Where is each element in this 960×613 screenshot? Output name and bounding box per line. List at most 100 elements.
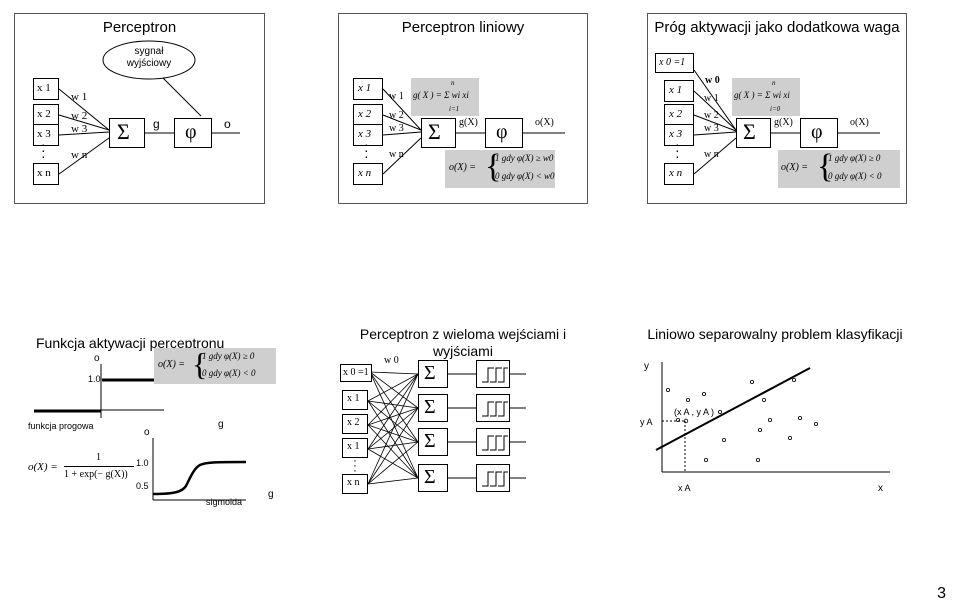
slide-title: Perceptron z wieloma wejściami i wyjścia… (359, 326, 567, 359)
one-label: 1.0 (88, 374, 101, 384)
o-definition-box (154, 348, 276, 384)
input-label: x 3 (37, 128, 51, 140)
o-definition-box (445, 150, 555, 188)
input-xn-box (342, 474, 368, 494)
sum-symbol: Σ (424, 396, 436, 418)
output-label: o (224, 117, 231, 131)
weight-label: w 1 (71, 91, 88, 103)
phi-symbol: φ (811, 121, 823, 143)
gx-label: g(X) (459, 117, 478, 128)
input-label: x n (358, 167, 372, 179)
g-label: g (153, 117, 160, 131)
weight-label: w 3 (389, 123, 404, 134)
ellipsis-dots: ··· (364, 136, 369, 164)
y-axis-label: y (644, 361, 649, 372)
fraction-line (64, 466, 134, 467)
sum-upper-limit: n (772, 79, 776, 87)
input-label: x 1 (37, 82, 51, 94)
weight-label: w 3 (704, 123, 719, 134)
slide-perceptron-linear: Perceptron liniowy x 1 x 2 x 3 ··· x n w… (338, 13, 588, 204)
sum-symbol: Σ (424, 430, 436, 452)
brace-symbol: { (485, 148, 502, 185)
slide-title: Perceptron liniowy (401, 19, 525, 36)
input-label: x 2 (669, 108, 683, 120)
input-label: x 2 (37, 108, 51, 120)
slide-title: Liniowo separowalny problem klasyfikacji (647, 326, 903, 342)
sum-upper-limit: n (451, 79, 455, 87)
input-xn-box (353, 163, 383, 185)
perceptron-diagram (58, 40, 240, 175)
slide-multi-io: Perceptron z wieloma wejściami i wyjścia… (338, 322, 588, 518)
input-label: x 2 (347, 417, 360, 428)
data-points (665, 378, 818, 462)
sum-symbol: Σ (117, 119, 130, 144)
input-xn-box (33, 163, 59, 185)
threshold-diagram (693, 69, 880, 175)
input-label: x n (669, 167, 683, 179)
w0-label: w 0 (705, 75, 720, 86)
half-label: 0.5 (136, 481, 149, 491)
g-formula: g( X ) = Σ wi xi (734, 90, 790, 100)
weight-label: w 2 (71, 110, 88, 122)
slide-title: Funkcja aktywacji perceptronu (36, 335, 225, 351)
weight-label: w 3 (71, 123, 88, 135)
g-formula: g( X ) = Σ wi xi (413, 90, 469, 100)
o-definition-lhs: o(X) = (158, 359, 186, 370)
activation-node (800, 118, 838, 148)
input-label: x 1 (347, 393, 360, 404)
input-label: x 1 (358, 82, 372, 94)
sigmoid-denominator: 1 + exp(− g(X)) (64, 469, 128, 480)
slide-activation-function: Funkcja aktywacji perceptronu o 1.0 o(X)… (14, 322, 280, 518)
g-axis-label: g (268, 489, 274, 500)
phi-symbol: φ (185, 121, 197, 143)
case-2: 0 gdy φ(X) < 0 (828, 171, 882, 181)
input-label: x 3 (358, 128, 372, 140)
brace-symbol: { (192, 346, 208, 382)
sum-node (109, 118, 145, 148)
x-axis-label: x (878, 483, 883, 494)
scatter-plot (655, 362, 890, 473)
input-label: x 3 (669, 128, 683, 140)
input-x2-box (342, 414, 368, 434)
weight-label: w n (389, 149, 404, 160)
perceptron-linear-diagram (382, 88, 565, 175)
sum-node (418, 428, 448, 456)
sum-symbol: Σ (424, 362, 436, 384)
slide-perceptron: Perceptron sygnał wyjściowy x 1 x 2 x 3 … (14, 13, 265, 204)
slide-threshold-as-weight: Próg aktywacji jako dodatkowa waga x 0 =… (647, 13, 907, 204)
o-definition-box (778, 150, 900, 188)
x0-label: x 0 =1 (343, 367, 369, 378)
sum-node (418, 394, 448, 422)
o-definition-lhs: o(X) = (449, 162, 477, 173)
brace-symbol: { (817, 148, 834, 185)
o-axis-label-2: o (144, 427, 150, 438)
case-1: 1 gdy φ(X) ≥ 0 (202, 351, 255, 361)
input-label: x n (347, 477, 360, 488)
phi-symbol: φ (496, 121, 508, 143)
output-lines (448, 373, 526, 479)
input-xn-box (664, 163, 694, 185)
input-x1-box (342, 390, 368, 410)
activation-plots (34, 364, 247, 501)
point-a-label: (x A , y A ) (674, 407, 715, 417)
input-x0-box (340, 364, 372, 382)
weight-label: w 2 (704, 110, 719, 121)
g-label: g (218, 419, 224, 430)
input-x1-box (33, 78, 59, 100)
multi-io-network (367, 371, 526, 485)
sum-node (418, 360, 448, 388)
activation-node (174, 118, 212, 148)
sum-node (736, 118, 771, 148)
weight-label: w 2 (389, 110, 404, 121)
case-1: 1 gdy φ(X) ≥ 0 (828, 153, 881, 163)
case-2: 0 gdy φ(X) < w0 (495, 171, 555, 181)
g-formula-box (411, 78, 479, 116)
sum-symbol: Σ (743, 119, 756, 144)
weight-label: w 1 (389, 91, 404, 102)
sum-lower-limit: i=1 (449, 105, 460, 113)
input-label: x 1 (669, 84, 683, 96)
sum-symbol: Σ (424, 466, 436, 488)
x0-label: x 0 =1 (659, 57, 686, 68)
o-definition-lhs: o(X) = (781, 162, 809, 173)
callout-text: sygnał wyjściowy (126, 46, 172, 69)
